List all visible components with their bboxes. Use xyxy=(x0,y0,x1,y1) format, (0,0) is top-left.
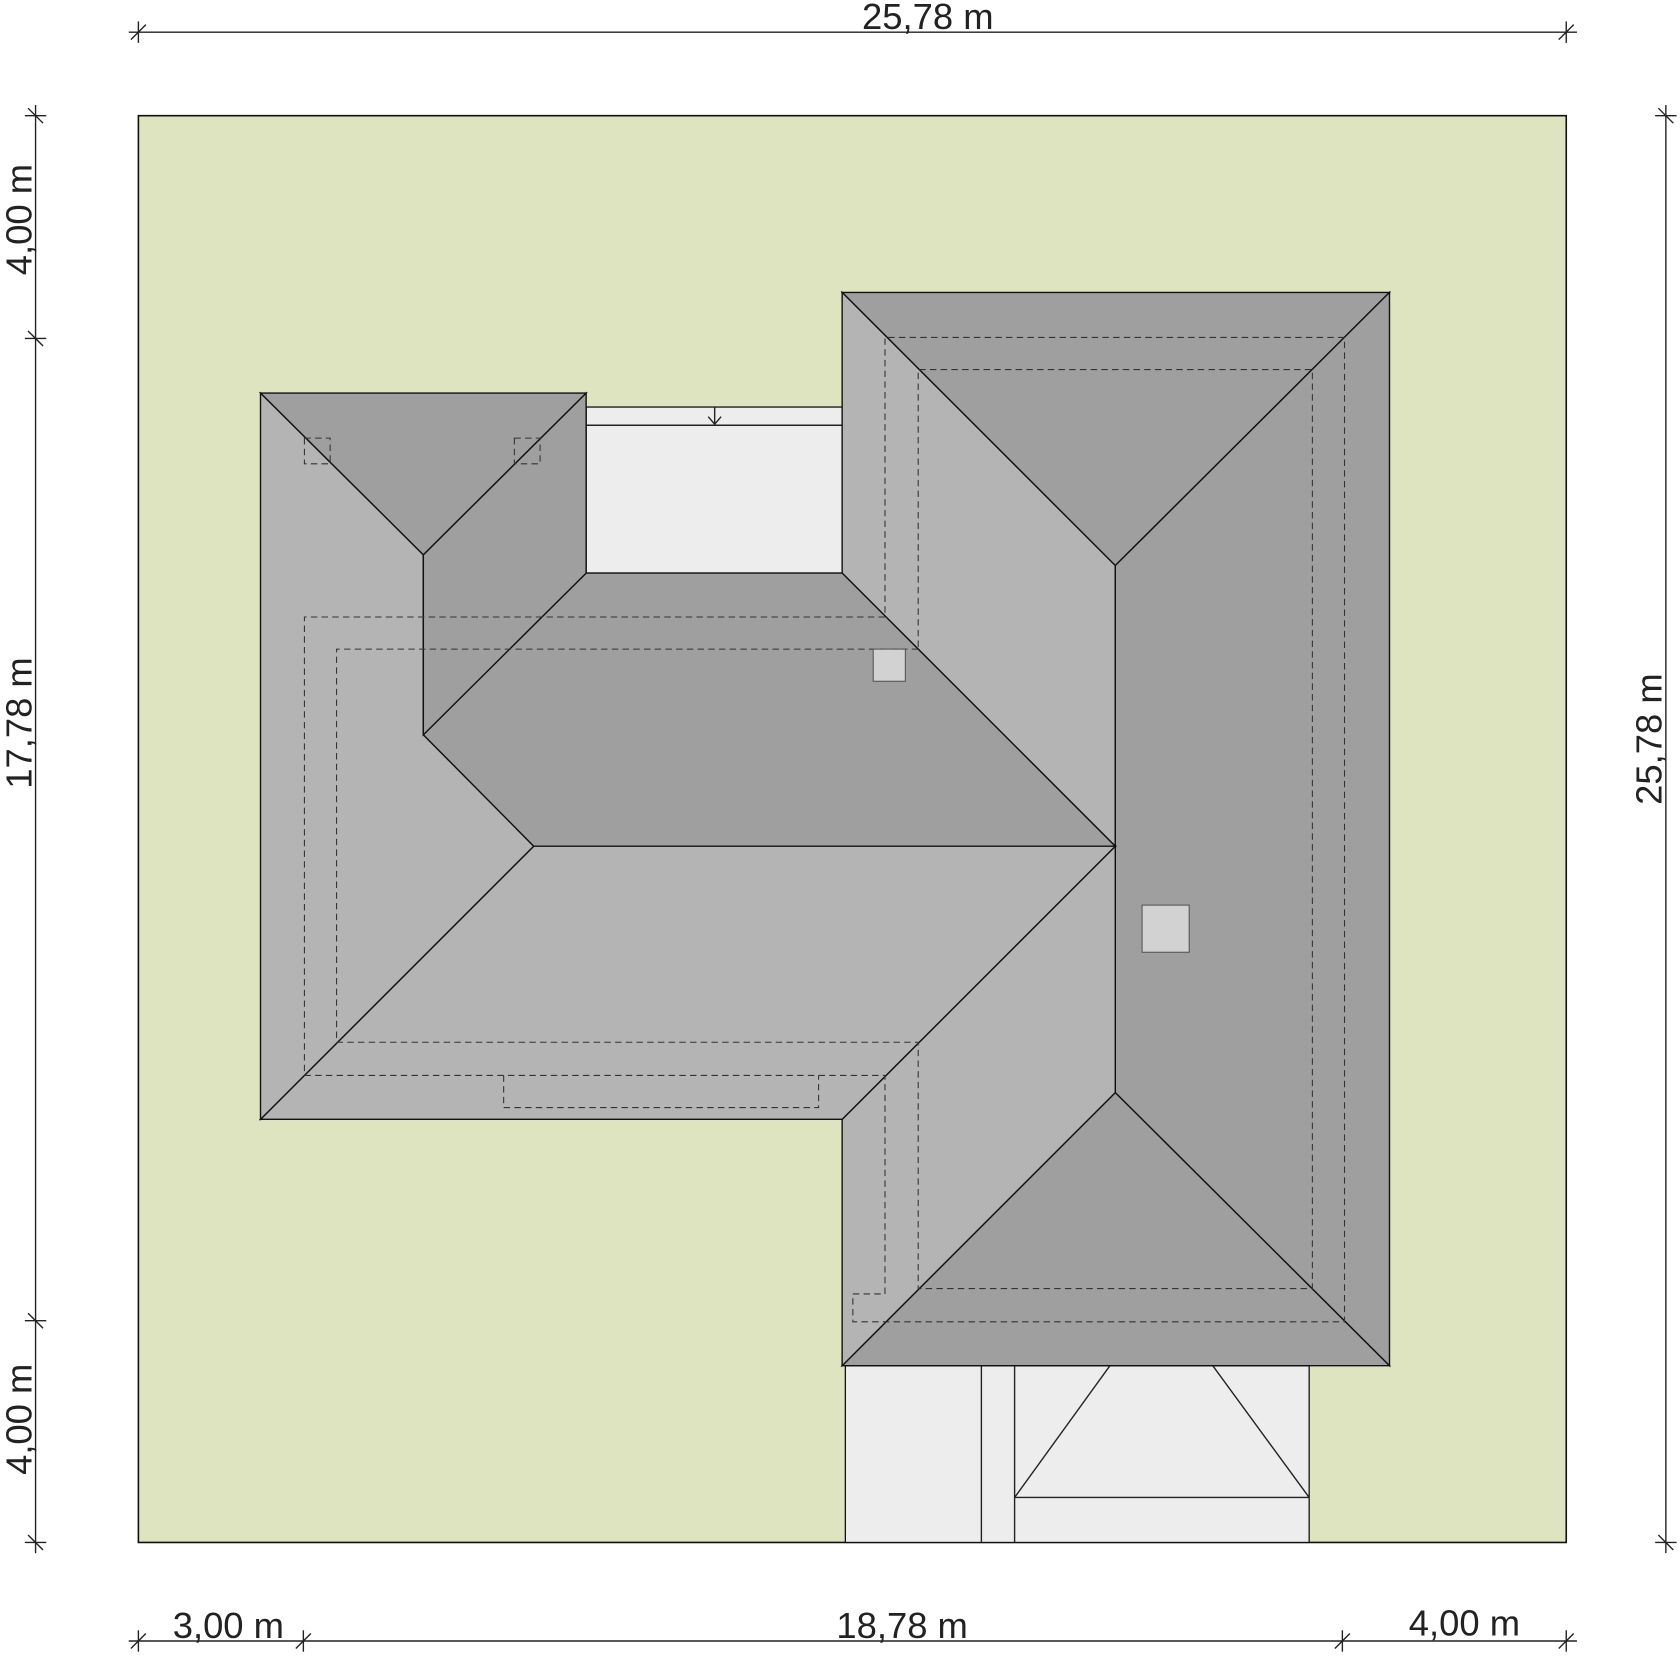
dimension-label: 25,78 m xyxy=(1629,673,1670,805)
driveway xyxy=(844,1365,1310,1544)
dimension-label: 4,00 m xyxy=(0,1364,39,1475)
dimension-label: 25,78 m xyxy=(862,0,994,37)
dimension-label: 4,00 m xyxy=(0,164,39,275)
roof xyxy=(258,290,1392,1368)
chimney xyxy=(1141,904,1190,953)
dimension-label: 4,00 m xyxy=(1409,1603,1520,1644)
dimension-top: 25,78 m xyxy=(128,0,1577,43)
dimension-label: 3,00 m xyxy=(173,1605,284,1646)
dimension-left: 4,00 m 17,78 m 4,00 m xyxy=(0,104,47,1554)
terrace xyxy=(585,406,843,574)
dimension-label: 18,78 m xyxy=(836,1605,968,1646)
chimney xyxy=(872,648,906,682)
dimension-right: 25,78 m xyxy=(1629,104,1677,1554)
dimension-bottom: 3,00 m 18,78 m 4,00 m xyxy=(128,1603,1577,1652)
roof-face xyxy=(259,391,535,1122)
dimension-label: 17,78 m xyxy=(0,657,39,789)
wall-outline xyxy=(303,336,1346,1323)
